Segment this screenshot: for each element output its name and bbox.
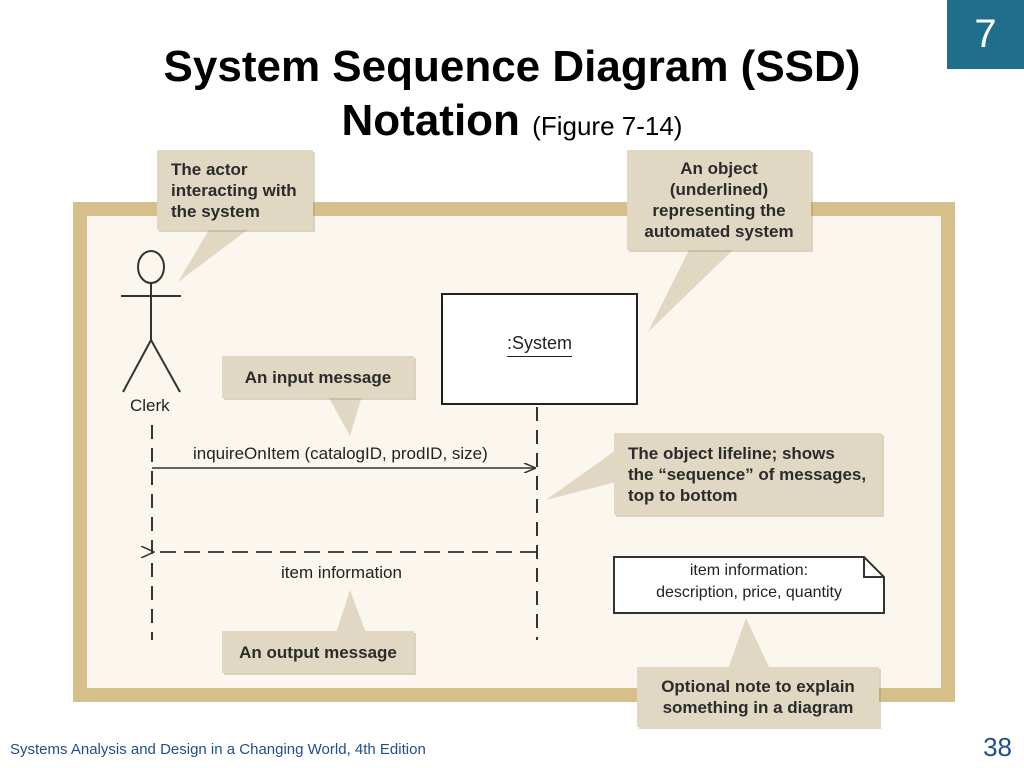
callout-line: representing the xyxy=(652,201,786,220)
actor-callout-pointer xyxy=(178,228,250,282)
callout-line: the “sequence” of messages, xyxy=(628,464,867,484)
note-line: item information: xyxy=(689,562,809,579)
callout-line: An object xyxy=(680,159,758,178)
output-message-callout: An output message xyxy=(222,631,414,673)
input-callout-pointer xyxy=(328,396,362,436)
system-object-label: :System xyxy=(506,333,572,357)
title-line-1: System Sequence Diagram (SSD) xyxy=(163,42,861,91)
object-callout: An object (underlined) representing the … xyxy=(627,150,811,250)
title-line-2: Notation (Figure 7-14) xyxy=(0,94,1024,153)
actor-stick-figure-icon xyxy=(121,250,181,393)
callout-text: An input message xyxy=(244,367,392,387)
callout-line: Optional note to explain xyxy=(661,677,855,696)
output-message-label: item information xyxy=(281,563,402,582)
footer-source: Systems Analysis and Design in a Changin… xyxy=(10,741,426,758)
optional-callout-pointer xyxy=(728,618,770,669)
callout-line: automated system xyxy=(644,222,794,241)
callout-line: interacting with xyxy=(171,180,297,200)
input-message-label: inquireOnItem (catalogID, prodID, size) xyxy=(193,444,488,463)
callout-line: The actor xyxy=(171,159,248,179)
output-callout-pointer xyxy=(336,590,366,633)
callout-line: (underlined) xyxy=(669,180,769,199)
note-line: description, price, quantity xyxy=(656,584,842,601)
actor-label: Clerk xyxy=(130,396,170,415)
input-message-callout: An input message xyxy=(222,356,414,398)
page-number: 38 xyxy=(983,732,1012,762)
slide-title: System Sequence Diagram (SSD) Notation (… xyxy=(0,40,1024,153)
actor-callout: The actor interacting with the system xyxy=(157,150,313,230)
callout-line: something in a diagram xyxy=(662,698,854,717)
system-object-box: :System xyxy=(441,293,638,405)
optional-note-callout: Optional note to explain something in a … xyxy=(637,667,879,727)
title-notation: Notation xyxy=(341,96,520,145)
lifeline-callout-pointer xyxy=(546,450,616,500)
chapter-number-badge: 7 xyxy=(947,0,1024,69)
note-text: item information: description, price, qu… xyxy=(614,560,884,604)
note-shape xyxy=(613,556,885,614)
figure-reference: (Figure 7-14) xyxy=(532,111,683,141)
callout-line: top to bottom xyxy=(628,485,738,505)
callout-text: An output message xyxy=(239,642,397,662)
callout-line: the system xyxy=(171,201,260,221)
lifeline-callout: The object lifeline; shows the “sequence… xyxy=(614,433,882,515)
object-callout-pointer xyxy=(648,248,735,332)
callout-line: The object lifeline; shows xyxy=(628,443,835,463)
